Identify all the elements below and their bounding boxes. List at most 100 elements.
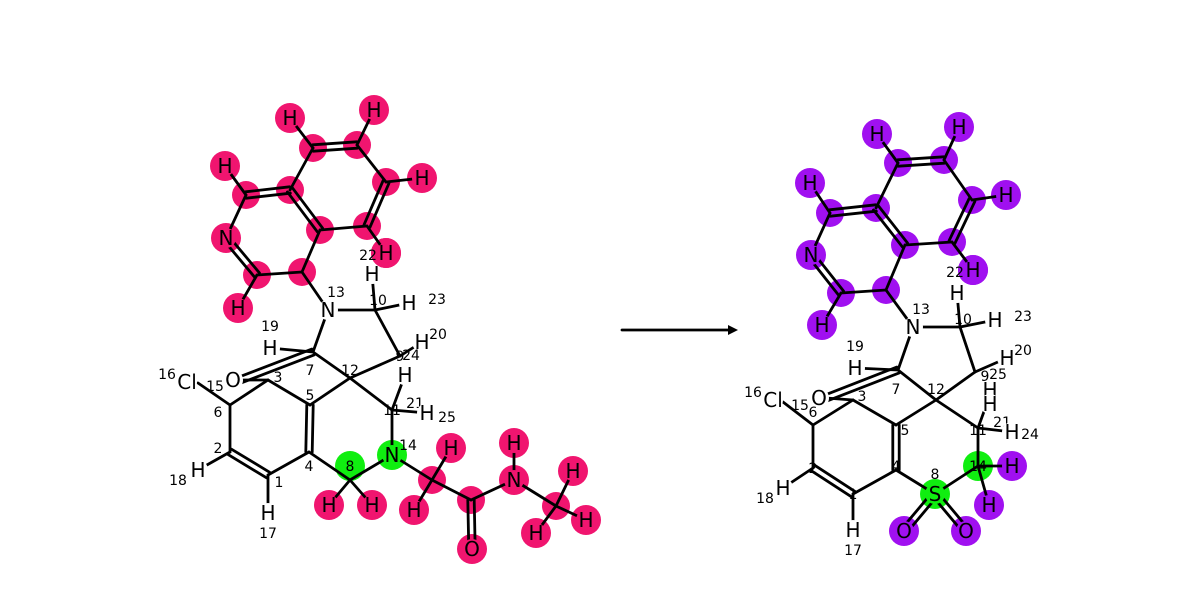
product-atom-number-18: 8 [931, 467, 940, 483]
reactant-bond-40-b [304, 403, 309, 454]
reactant-atom-bg-21 [319, 495, 339, 515]
reactant-atom-number-32: 7 [306, 363, 315, 379]
reactant-atom-3: N [219, 226, 234, 250]
product-atom-bg-16 [980, 394, 1000, 414]
reactant-atom-bg-17 [417, 403, 437, 423]
product-atom-bg-12 [845, 358, 865, 378]
product-atom-bg-1 [949, 117, 969, 137]
product-atom-number-28: 9 [981, 369, 990, 385]
reactant-atom-bg-19 [188, 460, 208, 480]
product-atom-number-30: 11 [969, 423, 987, 439]
product-atom-22: O [958, 519, 974, 543]
atom-labels: HHHNHHHH22N13HH23H20H19OCl16H24H21H25N14… [158, 98, 1039, 561]
reactant-bond-41 [307, 450, 352, 482]
product-bond-8-b [872, 208, 904, 249]
reactant-atom-number-41: 1 [275, 475, 284, 491]
reactant-atom-number-34: 9 [396, 349, 405, 365]
product-bond-33 [851, 398, 898, 427]
product-atom-number-11: 20 [1014, 343, 1032, 359]
product-atom-21: O [896, 519, 912, 543]
product-atom-5: H [998, 183, 1013, 207]
reactant-bond-8-b [286, 190, 319, 234]
product-atom-17: H [1004, 420, 1019, 444]
reactant-atom-17: H [419, 401, 434, 425]
reactant-atom-bg-12 [260, 338, 280, 358]
product-bond-16 [884, 243, 907, 292]
reactant-atom-19: H [190, 458, 205, 482]
reactant-atom-bg-3 [216, 228, 236, 248]
product-atom-bg-3 [801, 245, 821, 265]
reactant-bond-26-b [239, 353, 316, 385]
product-bond-23 [934, 370, 977, 402]
reactant-atom-number-43: 8 [346, 459, 355, 475]
reactant-atom-23: H [406, 498, 421, 522]
product-bond-34 [811, 398, 855, 427]
reactant-atom-number-15: 24 [402, 348, 420, 364]
reactant-bond-48 [430, 478, 473, 502]
product-atom-4: H [814, 313, 829, 337]
product-atom-13: O [811, 386, 827, 410]
reactant-atom-bg-8 [318, 300, 338, 320]
product-atom-bg-9 [947, 283, 967, 303]
reactant-atom-1: H [366, 98, 381, 122]
product-atom-number-8: 13 [912, 302, 930, 318]
reactant-atom-bg-13 [223, 370, 243, 390]
product-bond-10-b [828, 209, 878, 218]
product-bond-2-a [896, 161, 946, 168]
reactant-bond-10-a [244, 185, 292, 194]
reactant-bond-16 [300, 228, 322, 274]
product-bond-26-a [823, 365, 899, 397]
reactant-atom-bg-18 [382, 445, 402, 465]
product-bond-37-b [813, 463, 857, 493]
reactant-bond-26-a [237, 347, 314, 379]
reactant-atom-bg-4 [228, 298, 248, 318]
reactant-bond-27 [311, 350, 352, 380]
reactant-atom-bg-20 [258, 503, 278, 523]
reactant-atom-27: H [565, 459, 580, 483]
product-atom-20: H [845, 518, 860, 542]
reactant-atom-bg-0 [280, 108, 300, 128]
product-atom-bg-24 [979, 495, 999, 515]
product-atom-18: S [929, 482, 942, 506]
product-atom-bg-19 [773, 478, 793, 498]
reactant-atom-10: H [401, 291, 416, 315]
product-bond-15 [839, 288, 888, 295]
reactant-atom-20: H [260, 501, 275, 525]
product-atom-bg-17 [1002, 422, 1022, 442]
product-atom-bg-22 [956, 521, 976, 541]
reactant-bond-33 [266, 378, 312, 407]
reactant-bond-5-a [362, 179, 385, 227]
reactant-atom-21: H [321, 493, 336, 517]
reactant-atom-28: H [578, 508, 593, 532]
reactant-bond-37-b [230, 447, 272, 474]
product-atom-number-32: 15 [791, 398, 809, 414]
reaction-arrow-head [728, 325, 738, 335]
reactant-atom-bg-23 [404, 500, 424, 520]
reactant-bond-2-b [311, 140, 359, 147]
reactant-bond-39 [266, 450, 311, 477]
reactant-atom-bg-1 [364, 100, 384, 120]
product-bond-5-b [953, 199, 977, 245]
product-atom-bg-5 [996, 185, 1016, 205]
product-atom-number-31: 6 [809, 405, 818, 421]
reactant-bond-3 [355, 143, 388, 184]
reactant-atom-bg-25 [504, 470, 524, 490]
product-bond-37-a [809, 469, 853, 499]
reactant-atom-9: H [364, 262, 379, 286]
reactant-atom-11: H [414, 330, 429, 354]
product-atom-10: H [987, 308, 1002, 332]
product-atom-number-25: 3 [858, 389, 867, 405]
product-bond-21 [958, 325, 977, 374]
product-atom-9: H [949, 281, 964, 305]
product-bond-7 [903, 240, 954, 247]
product-atom-number-14: 16 [744, 385, 762, 401]
reactant-atom-bg-29 [526, 523, 546, 543]
reactant-atom-bg-14 [177, 372, 197, 392]
product-atom-number-37: 14 [969, 459, 987, 475]
product-atom-bg-2 [800, 173, 820, 193]
reactant-atom-7: H [378, 241, 393, 265]
product-atom-number-35: 1 [849, 487, 858, 503]
product-atom-14: Cl [763, 388, 783, 412]
